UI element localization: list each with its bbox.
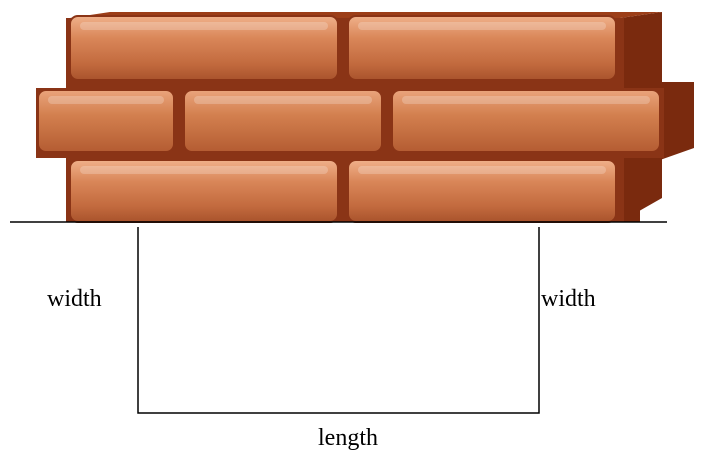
foundation-outline [138, 227, 539, 413]
length-label: length [318, 426, 378, 450]
width-label-left: width [47, 287, 102, 311]
width-label-right: width [541, 287, 596, 311]
